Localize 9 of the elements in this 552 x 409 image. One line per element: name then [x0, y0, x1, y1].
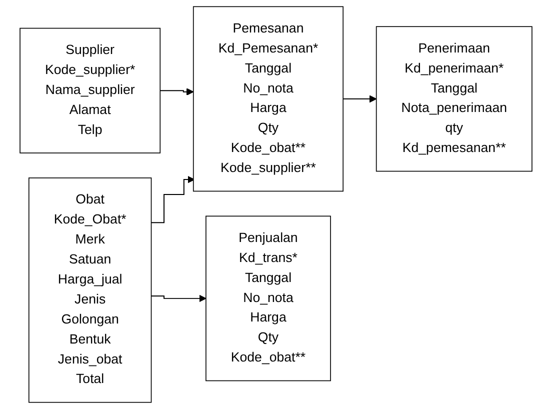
node-box: Penerimaan Kd_penerimaan* Tanggal Nota_penerimaan qty Kd_pemesanan** — [376, 26, 532, 172]
arrow — [150, 176, 195, 224]
arrow — [160, 88, 194, 96]
node-box: Pemesanan Kd_Pemesanan* Tanggal No_nota Harga Qty Kode_obat** Kode_supplier** — [192, 6, 344, 192]
arrow — [342, 95, 377, 103]
node-box: Obat Kode_Obat* Merk Satuan Harga_jual Jenis Golongan Bentuk Jenis_obat Total — [28, 177, 152, 403]
node-box: Supplier Kode_supplier* Nama_supplier Alamat Telp — [20, 28, 161, 154]
arrow — [150, 294, 206, 302]
node-box: Penjualan Kd_trans* Tanggal No_nota Harga Qty Kode_obat** — [206, 216, 331, 382]
